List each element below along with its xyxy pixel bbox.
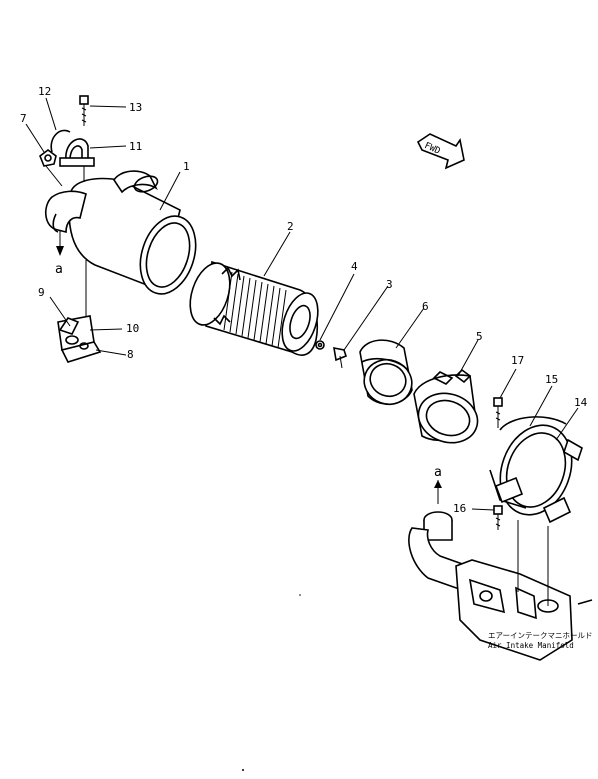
band-clamp-parts (39, 95, 95, 187)
washer-and-wing-nut (315, 340, 347, 369)
cover-bowl (413, 368, 479, 444)
filter-element (189, 260, 319, 356)
scan-dot (242, 769, 244, 771)
part-label-1: 1 (183, 160, 190, 173)
part-label-16: 16 (453, 502, 466, 515)
leader-lines (25, 97, 579, 511)
cover-cap (359, 339, 413, 406)
part-label-12: 12 (38, 85, 51, 98)
intake-elbow-and-manifold (408, 511, 593, 661)
part-label-13: 13 (129, 101, 142, 114)
forward-direction-badge: FWD (416, 133, 465, 170)
manifold-caption-en: Air Intake Manifold (488, 641, 574, 650)
connection-marker-right: a (434, 465, 442, 480)
manifold-caption-jp: エアーインテークマニホールド (488, 631, 593, 640)
connection-marker-left: a (55, 262, 63, 277)
mounting-band (489, 397, 583, 524)
air-cleaner-body (45, 170, 197, 295)
part-label-2: 2 (287, 220, 294, 233)
part-label-9: 9 (38, 286, 45, 299)
connection-arrow-left: a (55, 230, 64, 277)
part-label-17: 17 (511, 354, 524, 367)
part-label-6: 6 (422, 300, 429, 313)
bolt-16 (493, 505, 503, 530)
part-label-11: 11 (129, 140, 142, 153)
mounting-bracket (57, 260, 102, 363)
part-label-5: 5 (476, 330, 483, 343)
part-label-4: 4 (351, 260, 358, 273)
connection-arrow-right: a (434, 465, 442, 504)
part-label-10: 10 (126, 322, 139, 335)
scan-dot (299, 594, 301, 596)
part-label-8: 8 (127, 348, 134, 361)
part-label-14: 14 (574, 396, 588, 409)
part-number-labels: 1 2 3 4 5 6 7 8 9 10 11 12 13 14 15 16 1… (20, 85, 588, 515)
part-label-7: 7 (20, 112, 27, 125)
part-label-15: 15 (545, 373, 558, 386)
part-label-3: 3 (386, 278, 393, 291)
